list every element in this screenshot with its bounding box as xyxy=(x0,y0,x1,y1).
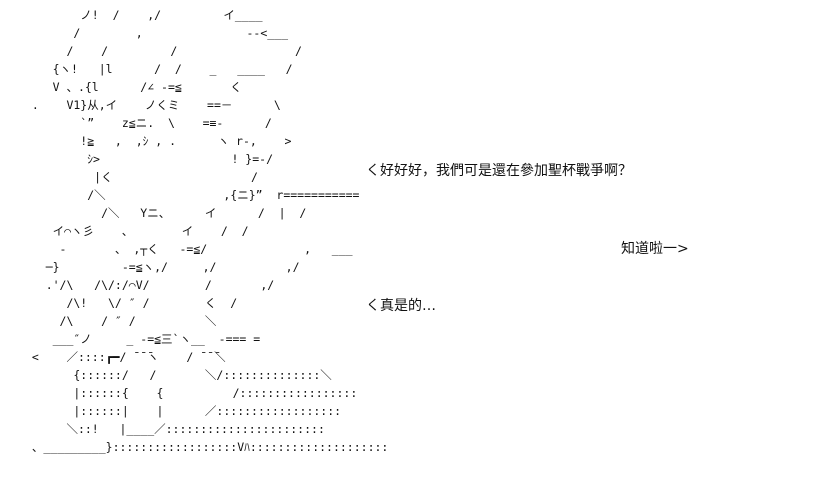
dialogue-line-1: く好好好，我們可是還在參加聖杯戰爭啊？ xyxy=(366,163,632,179)
ascii-art-figure: ノ! / ,/ イ____ / , --<___ / / / / {ヽ! |l … xyxy=(31,8,389,454)
dialogue-line-3: く真是的… xyxy=(366,298,436,314)
dialogue-line-2: 知道啦一> xyxy=(621,241,689,257)
